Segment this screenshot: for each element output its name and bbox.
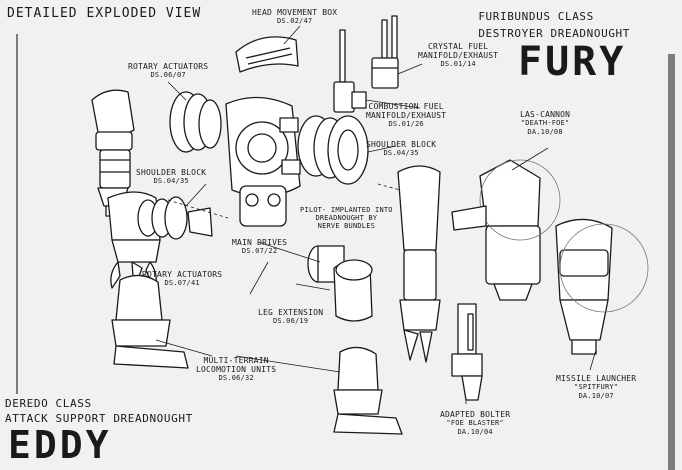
part-name: SHOULDER BLOCK [366,140,437,149]
part-name: ADAPTED BOLTER [440,410,511,419]
part-name: ROTARY ACTUATORS [128,62,209,71]
part-line1: CRYSTAL FUEL [428,42,489,51]
part-code: DS.06/07 [150,71,186,79]
part-line1: COMBUSTION FUEL [368,102,444,111]
pilot-line2: DREADNOUGHT BY [315,214,378,222]
label-rotary-actuators-top: ROTARY ACTUATORS DS.06/07 [128,62,208,80]
head-movement-box [235,36,299,73]
part-line2: MANIFOLD/EXHAUST [418,51,499,60]
part-code: DS.02/47 [276,17,313,25]
part-line2: LOCOMOTION UNITS [196,365,277,374]
page-edge-bar-left [16,34,18,394]
crystal-fuel-manifold [371,15,399,89]
part-code: DA.10/08 [527,128,563,136]
combustion-manifold [333,29,367,113]
part-name: LAS-CANNON [520,110,571,119]
pilot-line3: NERVE BUNDLES [317,222,376,230]
las-cannon [451,159,561,301]
part-code: DS.07/41 [164,279,200,287]
part-name: SHOULDER BLOCK [136,168,207,177]
leg-extension [333,259,373,322]
fury-name: FURY [518,39,627,85]
rotary-actuators-top [169,91,222,153]
part-name: LEG EXTENSION [258,308,324,317]
locomotion-unit-right [333,346,403,435]
fury-class-heading: FURIBUNDUS CLASS DESTROYER DREADNOUGHT [478,8,630,42]
part-code: DS.04/35 [153,177,189,185]
label-adapted-bolter: ADAPTED BOLTER "FOE BLASTER" DA.10/04 [440,410,510,437]
missile-launcher [555,218,649,355]
part-code: DA.10/07 [578,392,614,400]
right-shoulder-discs [297,115,369,185]
label-main-drives: MAIN DRIVES DS.07/22 [232,238,287,256]
part-code: DS.07/22 [241,247,278,255]
label-head-movement-box: HEAD MOVEMENT BOX DS.02/47 [252,8,337,26]
eddy-class-line1: DEREDO CLASS [5,397,92,410]
label-shoulder-block-right: SHOULDER BLOCK DS.04/35 [366,140,436,158]
part-code: DA.10/04 [457,428,493,436]
leader-lines [155,25,597,404]
label-multi-terrain: MULTI-TERRAIN LOCOMOTION UNITS DS.06/32 [196,356,276,383]
part-code: DS.06/32 [218,374,254,382]
part-nick: "FOE BLASTER" [446,419,504,427]
eddy-class-heading: DEREDO CLASS ATTACK SUPPORT DREADNOUGHT [5,396,193,426]
pilot-line1: PILOT- IMPLANTED INTO [300,206,393,214]
locomotion-unit-left [111,274,189,369]
sarcophagus-body [225,96,301,227]
part-code: DS.06/19 [272,317,309,325]
label-combustion-fuel: COMBUSTION FUEL MANIFOLD/EXHAUST DS.01/2… [366,102,446,129]
part-name: MAIN DRIVES [232,238,288,247]
label-rotary-actuators-bottom: ROTARY ACTUATORS DS.07/41 [142,270,222,288]
header-title: DETAILED EXPLODED VIEW [7,6,202,21]
part-code: DS.04/35 [383,149,419,157]
part-name: ROTARY ACTUATORS [142,270,223,279]
label-las-cannon: LAS-CANNON "DEATH-FOE" DA.10/08 [520,110,570,137]
page-edge-bar-right [668,54,675,470]
part-nick: "SPITFURY" [574,383,619,391]
label-crystal-fuel: CRYSTAL FUEL MANIFOLD/EXHAUST DS.01/14 [418,42,498,69]
label-shoulder-block-left: SHOULDER BLOCK DS.04/35 [136,168,206,186]
rotary-actuator-stack [137,196,213,240]
eddy-name: EDDY [8,423,112,467]
adapted-bolter [451,303,483,401]
part-code: DS.01/26 [388,120,424,128]
right-arm [397,165,441,363]
part-name: MISSILE LAUNCHER [556,374,637,383]
fury-class-line1: FURIBUNDUS CLASS [478,10,594,23]
fury-class-line2: DESTROYER DREADNOUGHT [478,27,630,40]
part-code: DS.01/14 [440,60,476,68]
eddy-class-line2: ATTACK SUPPORT DREADNOUGHT [5,412,193,425]
part-name: HEAD MOVEMENT BOX [252,8,338,17]
label-pilot: PILOT- IMPLANTED INTO DREADNOUGHT BY NER… [300,206,393,230]
label-leg-extension: LEG EXTENSION DS.06/19 [258,308,323,326]
part-line1: MULTI-TERRAIN [203,356,269,365]
part-line2: MANIFOLD/EXHAUST [366,111,447,120]
part-nick: "DEATH-FOE" [520,119,570,127]
label-missile-launcher: MISSILE LAUNCHER "SPITFURY" DA.10/07 [556,374,636,401]
